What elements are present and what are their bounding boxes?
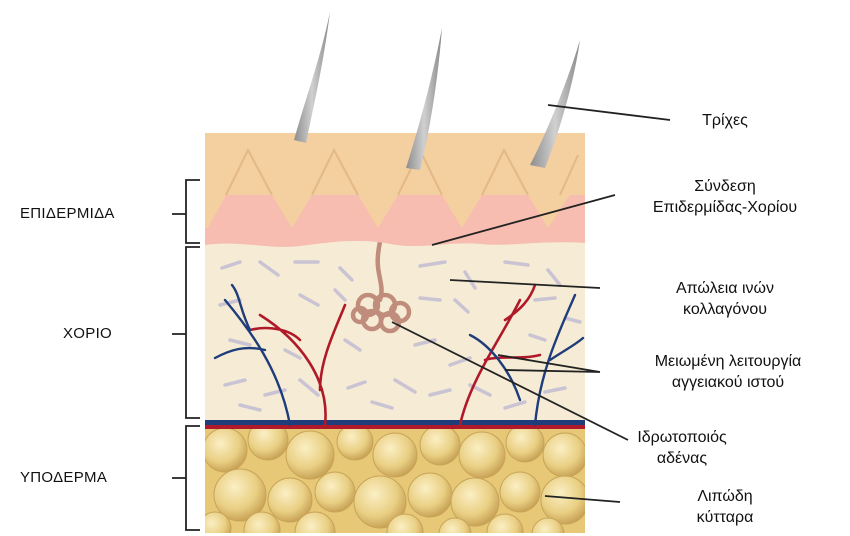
label-sweat-line1: Ιδρωτοποιός	[582, 427, 782, 448]
label-hairs-text: Τρίχες	[625, 110, 825, 131]
label-fat-line2: κύτταρα	[625, 507, 825, 528]
label-junction: Σύνδεση Επιδερμίδας-Χορίου	[625, 176, 825, 218]
fat-cell	[203, 428, 247, 472]
label-collagen-line1: Απώλεια ινών	[625, 278, 825, 299]
dermis-layer	[205, 241, 585, 426]
label-vascular-line1: Μειωμένη λειτουργία	[628, 351, 828, 372]
fat-cell	[506, 424, 544, 462]
label-hairs: Τρίχες	[625, 110, 825, 131]
label-collagen: Απώλεια ινών κολλαγόνου	[625, 278, 825, 320]
label-junction-line1: Σύνδεση	[625, 176, 825, 197]
label-junction-line2: Επιδερμίδας-Χορίου	[625, 197, 825, 218]
label-collagen-line2: κολλαγόνου	[625, 299, 825, 320]
epidermis-layer	[205, 133, 585, 247]
label-dermis: ΧΟΡΙΟ	[63, 325, 112, 342]
label-fat-line1: Λιπώδη	[625, 486, 825, 507]
collagen-fiber	[535, 298, 555, 300]
label-vascular: Μειωμένη λειτουργία αγγειακού ιστού	[628, 351, 828, 393]
fat-cell	[286, 431, 334, 479]
collagen-fiber	[420, 298, 440, 300]
fat-cell	[500, 472, 540, 512]
label-vascular-line2: αγγειακού ιστού	[628, 372, 828, 393]
fat-cell	[459, 432, 505, 478]
fat-cell	[373, 433, 417, 477]
fat-cell	[337, 424, 373, 460]
fat-cell	[420, 425, 460, 465]
blood-vessel-band	[205, 420, 585, 429]
hair-1	[294, 12, 330, 143]
label-sweat-line2: αδένας	[582, 448, 782, 469]
hypodermis-layer	[199, 420, 589, 536]
fat-cell	[408, 473, 452, 517]
label-fat-cells: Λιπώδη κύτταρα	[625, 486, 825, 528]
layer-brackets	[172, 180, 200, 530]
fat-cell	[543, 433, 587, 477]
fat-cell	[315, 472, 355, 512]
label-hypodermis: ΥΠΟΔΕΡΜΑ	[20, 469, 107, 486]
label-epidermis: ΕΠΙΔΕΡΜΙΔΑ	[20, 205, 115, 222]
label-sweat-gland: Ιδρωτοποιός αδένας	[582, 427, 782, 469]
fat-cell	[541, 476, 589, 524]
